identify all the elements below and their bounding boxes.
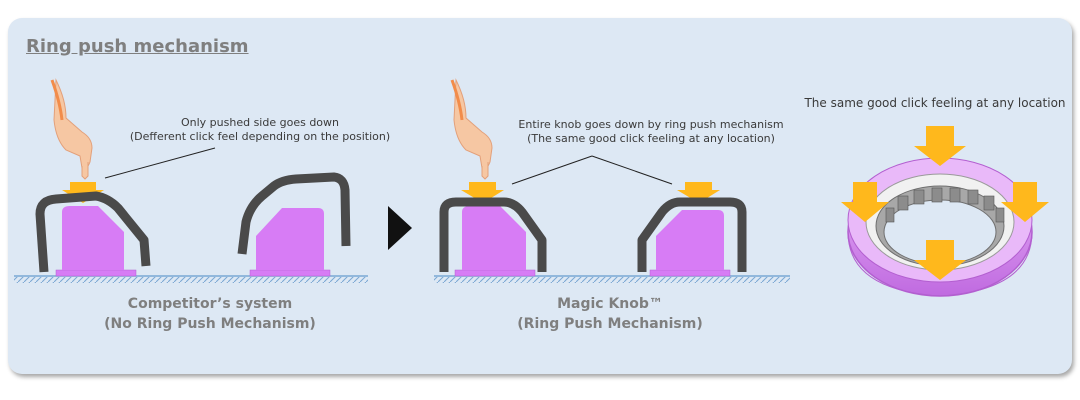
magic-note-line1: Entire knob goes down by ring push mecha… <box>518 118 784 131</box>
competitor-note-line2: (Defferent click feel depending on the p… <box>129 130 391 143</box>
down-arrow-icon <box>914 240 966 280</box>
magic-caption: Magic Knob™ (Ring Push Mechanism) <box>470 294 750 334</box>
callout-line <box>511 155 593 185</box>
magic-note-line2: (The same good click feeling at any loca… <box>527 132 775 145</box>
competitor-knob-pressed <box>35 191 151 277</box>
page-title: Ring push mechanism <box>26 36 249 57</box>
hand-pointer-icon <box>50 78 93 180</box>
next-triangle-icon <box>388 206 412 250</box>
competitor-caption-line2: (No Ring Push Mechanism) <box>104 316 316 332</box>
competitor-note-line1: Only pushed side goes down <box>180 116 340 129</box>
ground-competitor <box>14 275 368 283</box>
ring-illustration <box>847 157 1033 297</box>
competitor-note: Only pushed side goes down (Defferent cl… <box>100 116 420 144</box>
ring-note: The same good click feeling at any locat… <box>804 96 1066 110</box>
magic-knob-right <box>637 197 747 277</box>
competitor-knob-lifted <box>237 172 351 277</box>
competitor-caption-line1: Competitor’s system <box>127 296 293 312</box>
down-arrow-icon <box>1001 182 1049 222</box>
callout-line <box>104 147 216 179</box>
magic-caption-line1: Magic Knob™ <box>557 296 663 312</box>
magic-caption-line2: (Ring Push Mechanism) <box>517 316 703 332</box>
down-arrow-icon <box>914 126 966 166</box>
down-arrow-icon <box>841 182 889 222</box>
callout-line <box>591 155 673 185</box>
down-arrow-icon <box>677 182 720 203</box>
competitor-caption: Competitor’s system (No Ring Push Mechan… <box>60 294 360 334</box>
magic-note: Entire knob goes down by ring push mecha… <box>496 118 806 146</box>
ground-magic <box>434 275 790 283</box>
magic-knob-left <box>439 197 547 277</box>
down-arrow-icon <box>461 182 504 203</box>
hand-pointer-icon <box>450 78 493 180</box>
